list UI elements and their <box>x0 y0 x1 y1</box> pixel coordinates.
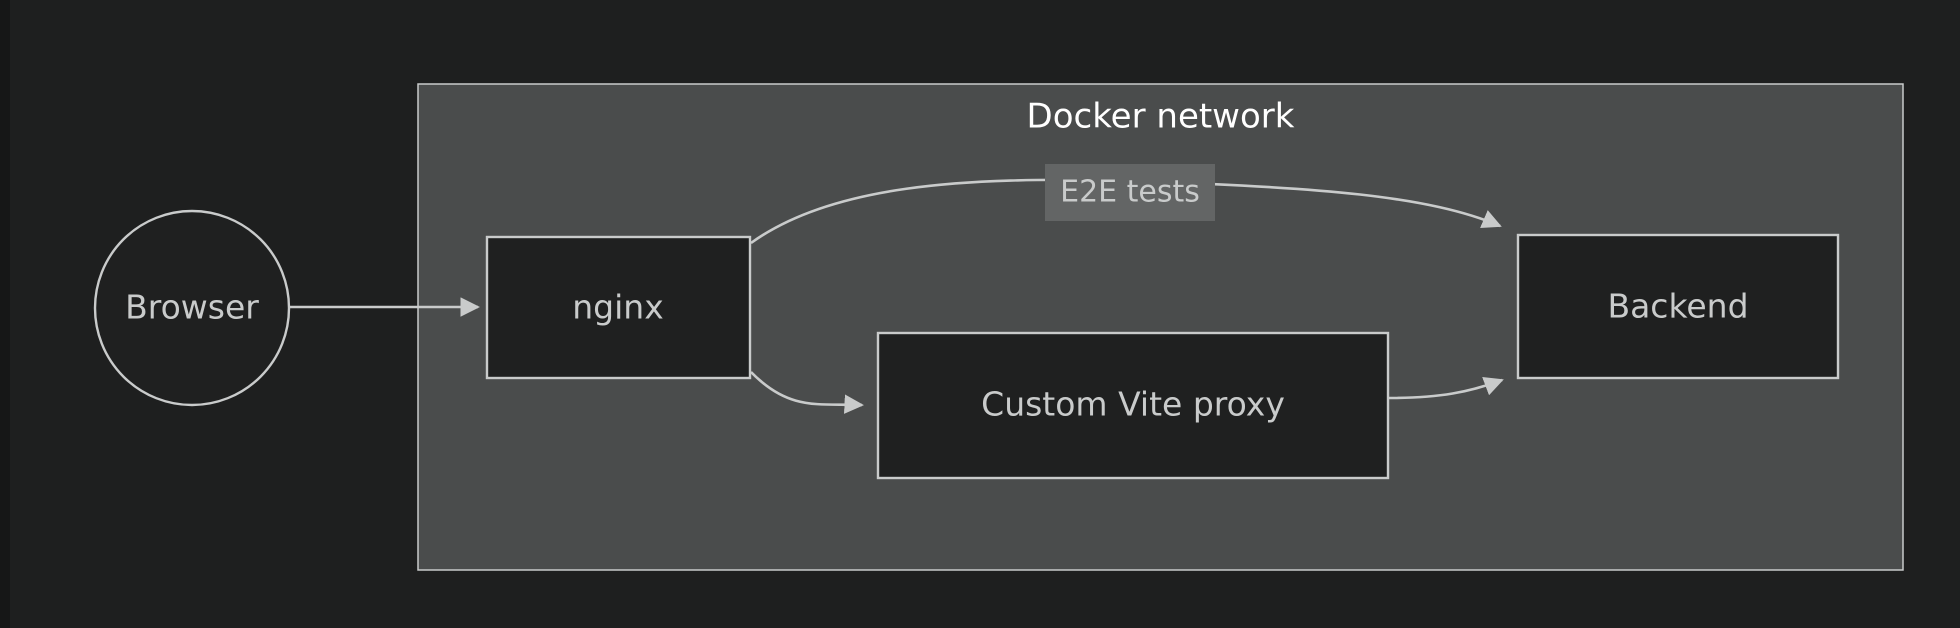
cluster-title: Docker network <box>1027 97 1295 137</box>
node-backend-label: Backend <box>1607 287 1748 326</box>
node-nginx-shape[interactable] <box>485 235 752 380</box>
edge-vite-proxy-to-backend-path <box>1388 377 1504 400</box>
edge-vite-proxy-to-backend <box>1388 377 1504 400</box>
node-vite-proxy-label: Custom Vite proxy <box>981 385 1285 424</box>
node-browser-shape[interactable] <box>93 209 291 407</box>
node-nginx-label: nginx <box>572 288 663 327</box>
edge-label-e2e-tests: E2E tests <box>1060 175 1200 210</box>
edge-label-background <box>1045 164 1215 221</box>
edge-nginx-to-vite-proxy <box>750 371 864 414</box>
node-nginx[interactable]: nginx <box>485 235 752 380</box>
left-edge-gutter <box>0 0 10 628</box>
node-vite-proxy-shape[interactable] <box>876 331 1390 480</box>
node-vite-proxy[interactable]: Custom Vite proxy <box>876 331 1390 480</box>
node-browser[interactable]: Browser <box>93 209 291 407</box>
edge-nginx-to-backend: E2E tests <box>750 164 1502 245</box>
edge-nginx-to-vite-proxy-path <box>750 371 864 414</box>
node-browser-label: Browser <box>125 288 259 327</box>
node-backend-shape[interactable] <box>1516 233 1840 380</box>
node-backend[interactable]: Backend <box>1516 233 1840 380</box>
